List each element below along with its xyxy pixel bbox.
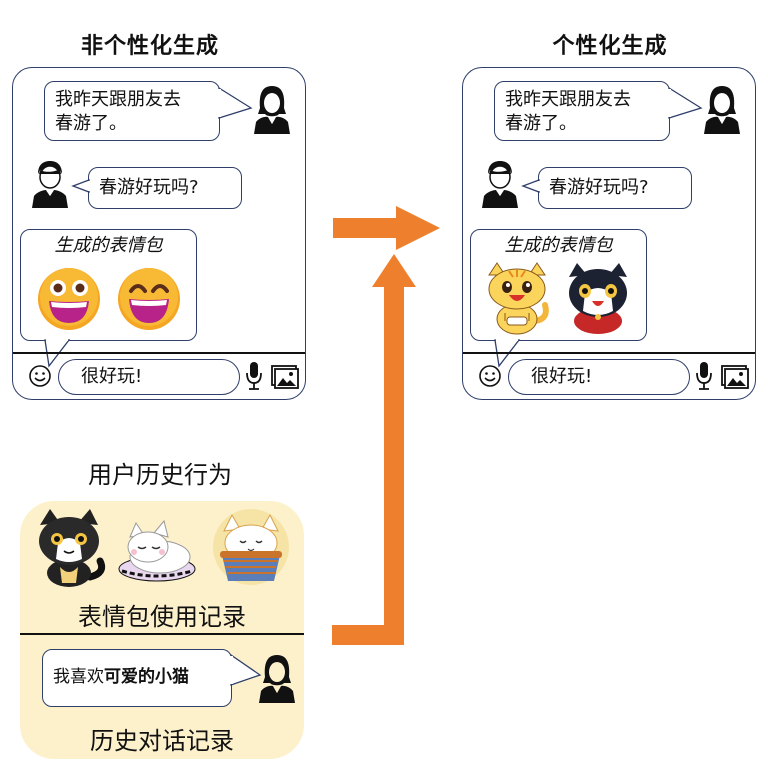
history-panel: 表情包使用记录 我喜欢可爱的小猫 历史对话记录	[20, 501, 304, 759]
left-user-line1: 我昨天跟朋友去	[55, 89, 181, 110]
history-white-cat-sticker	[118, 519, 196, 582]
history-dialog-bubble-tail	[229, 653, 262, 686]
history-dialog-emphasis: 可爱的小猫	[104, 667, 189, 687]
right-reply-text: 春游好玩吗?	[549, 177, 649, 198]
left-reply-bubble-tail	[71, 179, 91, 193]
right-user-bubble: 我昨天跟朋友去 春游了。	[494, 81, 670, 141]
dialog-history-label: 历史对话记录	[90, 727, 234, 755]
vertical-arrow-head	[372, 254, 416, 287]
male-user-icon	[32, 161, 68, 208]
left-chat-panel: 我昨天跟朋友去 春游了。 春游好玩吗? 生成的表情包	[12, 67, 306, 400]
history-divider	[20, 633, 304, 635]
female-user-icon	[254, 86, 290, 134]
left-user-line2: 春游了。	[55, 113, 127, 134]
history-cat-in-basket-sticker	[213, 509, 289, 585]
right-microphone-icon[interactable]	[695, 361, 713, 391]
sticker-history-label: 表情包使用记录	[78, 603, 246, 631]
history-title: 用户历史行为	[88, 461, 232, 489]
smiling-emoji[interactable]	[117, 267, 181, 331]
left-sticker-bubble-tail	[44, 338, 71, 368]
left-emoji-picker-icon[interactable]	[29, 365, 51, 387]
left-sticker-caption: 生成的表情包	[54, 235, 163, 256]
left-reply-bubble: 春游好玩吗?	[88, 167, 242, 209]
right-input-divider	[463, 352, 755, 354]
right-user-line1: 我昨天跟朋友去	[505, 89, 631, 110]
right-panel-title: 个性化生成	[552, 34, 668, 59]
grinning-emoji[interactable]	[37, 267, 101, 331]
male-user-icon	[482, 161, 518, 208]
left-microphone-icon[interactable]	[245, 361, 263, 391]
black-cat-sticker[interactable]	[563, 261, 633, 335]
history-dialog-prefix: 我喜欢	[53, 667, 104, 687]
female-user-icon	[704, 86, 740, 134]
right-sticker-caption: 生成的表情包	[504, 235, 613, 256]
horizontal-arrow-head	[396, 206, 440, 250]
left-user-bubble-tail	[217, 86, 253, 119]
history-black-cat-sticker	[39, 509, 106, 587]
left-input-divider	[13, 352, 305, 354]
history-dialog-bubble: 我喜欢可爱的小猫	[42, 649, 232, 707]
horizontal-arrow-shaft	[333, 218, 403, 238]
right-chat-panel: 我昨天跟朋友去 春游了。 春游好玩吗? 生成的表情包	[462, 67, 756, 400]
right-user-bubble-tail	[667, 86, 703, 119]
right-sticker-bubble-tail	[494, 338, 521, 368]
right-user-line2: 春游了。	[505, 113, 577, 134]
left-user-bubble: 我昨天跟朋友去 春游了。	[44, 81, 220, 141]
left-panel-title: 非个性化生成	[80, 34, 219, 59]
female-user-icon	[259, 655, 295, 703]
right-emoji-picker-icon[interactable]	[479, 365, 501, 387]
orange-cat-sticker[interactable]	[483, 261, 553, 335]
left-reply-text: 春游好玩吗?	[99, 177, 199, 198]
right-reply-bubble: 春游好玩吗?	[538, 167, 692, 209]
right-message-input[interactable]: 很好玩!	[508, 359, 690, 395]
left-image-gallery-icon[interactable]	[271, 365, 299, 389]
right-image-gallery-icon[interactable]	[721, 365, 749, 389]
left-message-input[interactable]: 很好玩!	[58, 359, 240, 395]
l-arrow-shaft	[384, 284, 404, 645]
right-reply-bubble-tail	[521, 179, 541, 193]
